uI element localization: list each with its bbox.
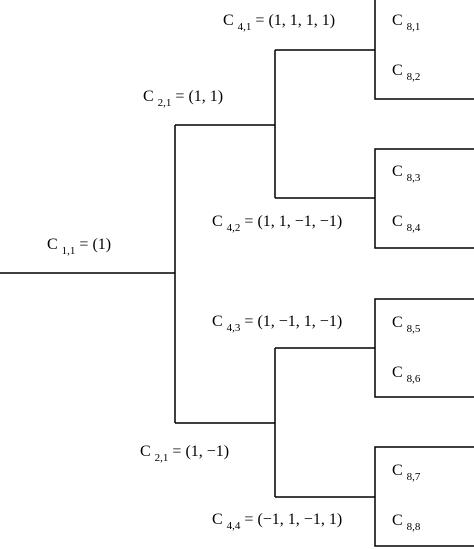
level8-2-code-base: C bbox=[392, 62, 403, 79]
level8-1-code-subscript: 8,1 bbox=[407, 21, 421, 33]
level4-4-code-value: = (−1, 1, −1, 1) bbox=[244, 511, 342, 528]
level4-1-code-subscript: 4,1 bbox=[238, 21, 252, 33]
level4-3-code-base: C bbox=[212, 313, 223, 330]
level8-7-code-label: C 8,7 bbox=[392, 462, 421, 483]
level8-6-code-subscript: 8,6 bbox=[407, 373, 421, 385]
root-code-base: C bbox=[47, 236, 58, 253]
level4-3-code-subscript: 4,3 bbox=[227, 322, 241, 334]
level4-3-code-label: C 4,3 = (1, −1, 1, −1) bbox=[212, 313, 342, 335]
level8-6-code-label: C 8,6 bbox=[392, 364, 421, 385]
level8-2-code-subscript: 8,2 bbox=[407, 71, 421, 83]
level8-1-code-label: C 8,1 bbox=[392, 12, 420, 33]
level4-1-code-value: = (1, 1, 1, 1) bbox=[255, 12, 335, 29]
level4-4-code-subscript: 4,4 bbox=[227, 520, 241, 532]
level4-2-code-label: C 4,2 = (1, 1, −1, −1) bbox=[212, 213, 342, 235]
level4-4-code-base: C bbox=[212, 511, 223, 528]
level8-5-code-subscript: 8,5 bbox=[407, 323, 421, 335]
level2-lower-code-subscript: 2,1 bbox=[155, 452, 169, 464]
level8-group-2-bracket bbox=[374, 148, 474, 249]
level4-2-code-subscript: 4,2 bbox=[227, 222, 241, 234]
level2-upper-code-subscript: 2,1 bbox=[158, 97, 172, 109]
level4-1-code-label: C 4,1 = (1, 1, 1, 1) bbox=[223, 12, 335, 34]
level8-group-3-bracket bbox=[374, 298, 474, 398]
level8-5-code-base: C bbox=[392, 314, 403, 331]
level4-1-code-base: C bbox=[223, 12, 234, 29]
level8-1-code-base: C bbox=[392, 12, 403, 29]
level8-4-code-label: C 8,4 bbox=[392, 213, 421, 234]
level4-4-code-label: C 4,4 = (−1, 1, −1, 1) bbox=[212, 511, 342, 533]
level8-group-1-bracket bbox=[374, 0, 474, 100]
level8-group-4-bracket bbox=[374, 446, 474, 547]
level8-4-code-base: C bbox=[392, 213, 403, 230]
level8-3-code-base: C bbox=[392, 163, 403, 180]
level2-lower-code-label: C 2,1 = (1, −1) bbox=[140, 443, 229, 465]
level8-8-code-label: C 8,8 bbox=[392, 512, 421, 533]
level8-8-code-base: C bbox=[392, 512, 403, 529]
root-code-value: = (1) bbox=[79, 236, 111, 253]
level8-3-code-label: C 8,3 bbox=[392, 163, 421, 184]
level4-2-code-value: = (1, 1, −1, −1) bbox=[244, 213, 342, 230]
root-code-label: C 1,1 = (1) bbox=[47, 236, 111, 258]
level8-2-code-label: C 8,2 bbox=[392, 62, 420, 83]
level8-6-code-base: C bbox=[392, 364, 403, 381]
level8-8-code-subscript: 8,8 bbox=[407, 521, 421, 533]
level2-lower-code-value: = (1, −1) bbox=[172, 443, 229, 460]
level2-upper-code-base: C bbox=[143, 88, 154, 105]
level8-7-code-base: C bbox=[392, 462, 403, 479]
level4-2-code-base: C bbox=[212, 213, 223, 230]
level8-3-code-subscript: 8,3 bbox=[407, 172, 421, 184]
level2-upper-code-value: = (1, 1) bbox=[175, 88, 223, 105]
level2-upper-code-label: C 2,1 = (1, 1) bbox=[143, 88, 223, 110]
level4-3-code-value: = (1, −1, 1, −1) bbox=[244, 313, 342, 330]
root-code-subscript: 1,1 bbox=[62, 245, 76, 257]
level2-lower-code-base: C bbox=[140, 443, 151, 460]
level8-5-code-label: C 8,5 bbox=[392, 314, 421, 335]
level8-7-code-subscript: 8,7 bbox=[407, 471, 421, 483]
level8-4-code-subscript: 8,4 bbox=[407, 222, 421, 234]
